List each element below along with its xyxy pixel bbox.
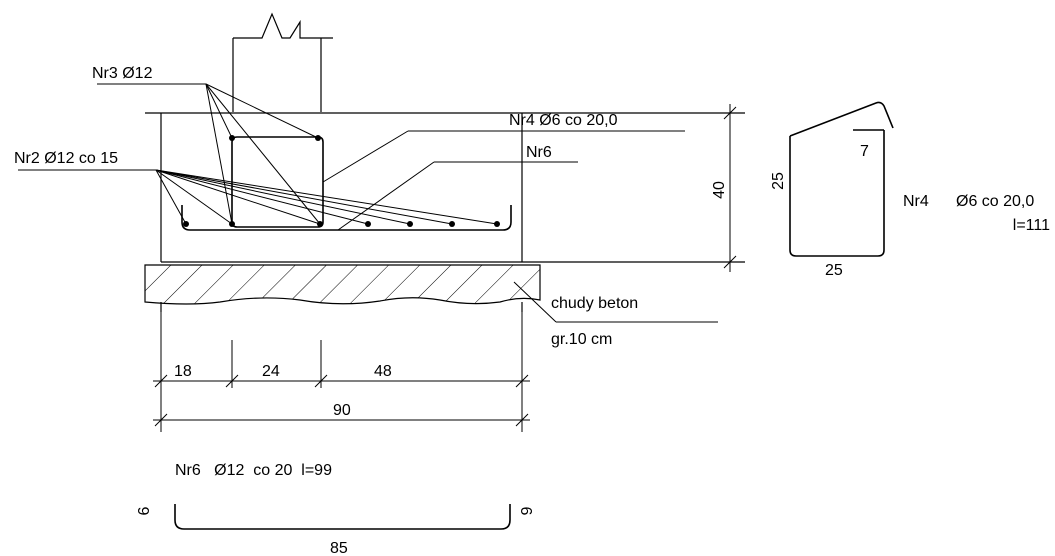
- stirrup-length: l=111: [1013, 217, 1050, 234]
- stirrup-detail-shape: [789, 101, 894, 257]
- stirrup-name: Nr4: [903, 193, 929, 210]
- leader-lines: [18, 83, 718, 323]
- dim-24: 24: [262, 363, 280, 380]
- nr6-detail-title: Nr6 Ø12 co 20 l=99: [175, 462, 332, 479]
- footing-outline: [145, 112, 745, 263]
- label-nr2: Nr2 Ø12 co 15: [14, 150, 118, 167]
- rebar-dots: [183, 135, 500, 227]
- dim-48: 48: [374, 363, 392, 380]
- stirrup-side-dim: 25: [770, 172, 787, 190]
- nr6-width: 85: [330, 540, 348, 556]
- nr6-right-leg: 6: [517, 507, 534, 516]
- width-dimensions: [153, 312, 530, 432]
- height-dimension: [723, 104, 737, 272]
- stirrup-hook-dim: 7: [860, 143, 869, 160]
- dim-total: 90: [333, 402, 351, 419]
- bottom-bar-nr6-section: [181, 205, 512, 231]
- dim-height: 40: [711, 181, 728, 199]
- dim-18: 18: [174, 363, 192, 380]
- stirrup-spec: Ø6 co 20,0: [956, 193, 1034, 210]
- lean-concrete-layer: [144, 264, 541, 312]
- bar-nr6-detail-shape: [174, 504, 511, 530]
- label-nr3: Nr3 Ø12: [92, 65, 153, 82]
- stirrup-bottom-dim: 25: [825, 262, 843, 279]
- nr6-left-leg: 6: [136, 506, 153, 515]
- label-nr4: Nr4 Ø6 co 20,0: [509, 112, 618, 129]
- label-nr6: Nr6: [526, 144, 552, 161]
- stirrup-nr4-section: [231, 136, 324, 228]
- column-stub: [232, 12, 333, 112]
- label-gr: gr.10 cm: [551, 331, 612, 348]
- label-chudy-beton: chudy beton: [551, 295, 638, 312]
